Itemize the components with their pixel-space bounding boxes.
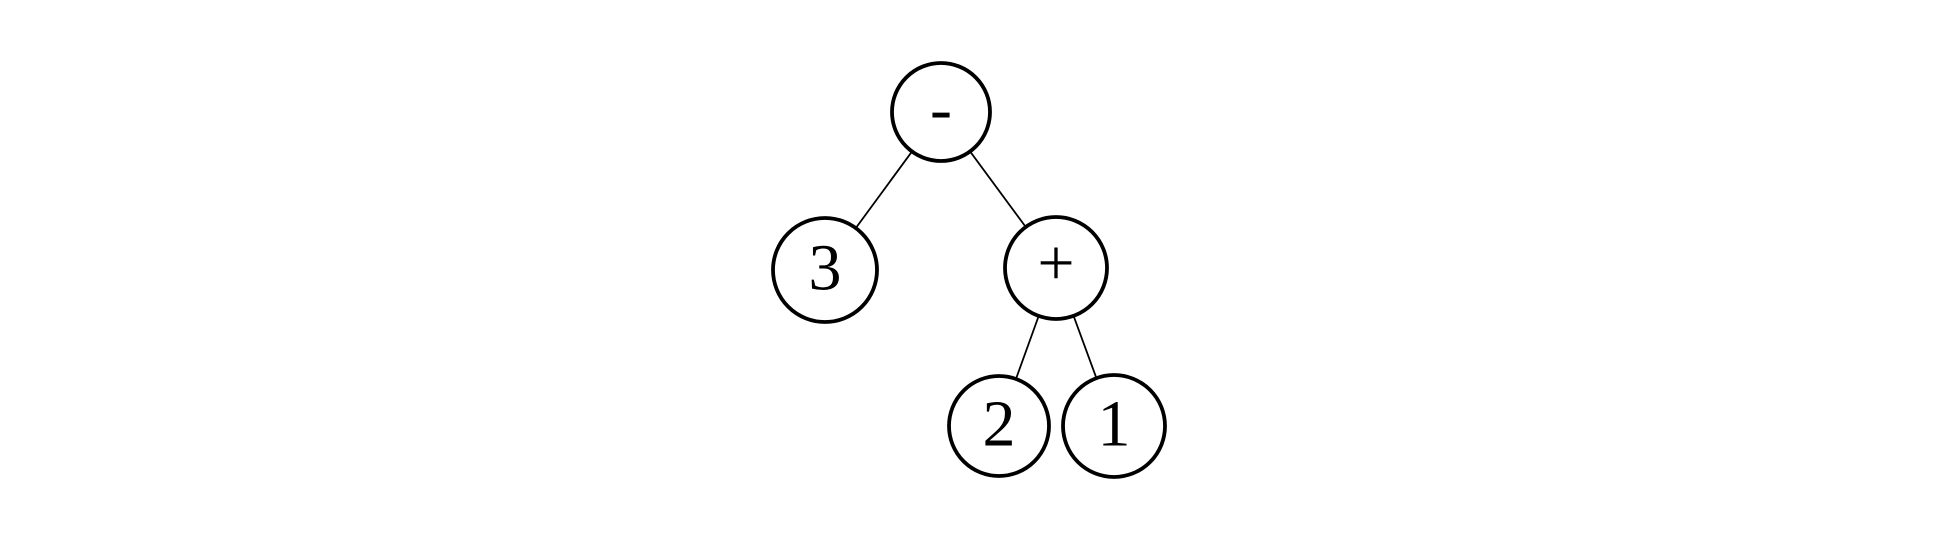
node-three-label: 3 — [809, 232, 842, 305]
node-one-label: 1 — [1098, 388, 1131, 461]
node-two-label: 2 — [983, 388, 1016, 461]
node-minus-circle — [890, 61, 992, 163]
node-one-circle — [1061, 373, 1167, 479]
node-minus-label: - — [930, 73, 952, 146]
node-plus-circle — [1003, 215, 1109, 321]
tree-nodes — [771, 61, 1167, 479]
node-plus-label: + — [1037, 227, 1074, 300]
node-two-circle — [947, 374, 1051, 478]
node-three-circle — [771, 216, 879, 324]
tree-node-labels: - 3 +2 1 — [809, 73, 1131, 461]
